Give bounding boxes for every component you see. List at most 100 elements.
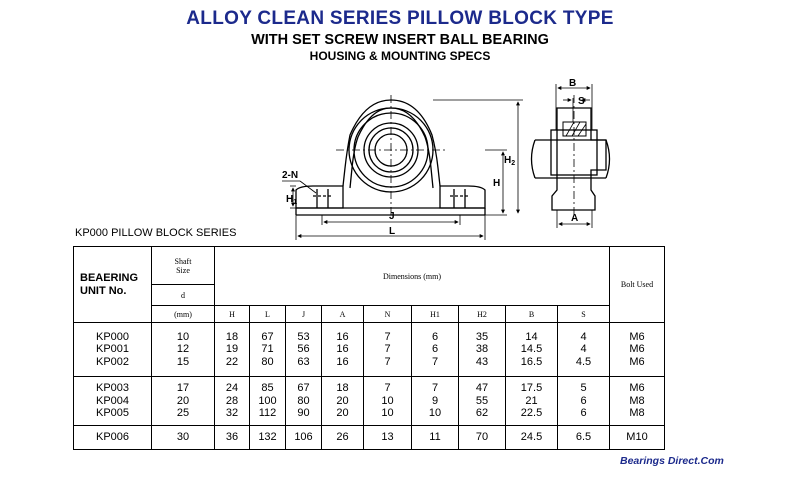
table-cell-n: 13 [363,425,412,450]
cell-value: 6 [431,343,439,356]
label-h1: H1 [286,194,297,206]
dimension-labels: 2-N H1 H H2 J L B S A [282,78,585,237]
cell-value: 9 [431,394,439,407]
cell-value: 10 [176,330,190,343]
cell-value: 19 [225,343,239,356]
cell-value: 18 [225,330,239,343]
cell-value: 18 [336,382,349,395]
cell-value: 16 [336,355,349,368]
cell-value: 63 [297,355,310,368]
label-h: H [493,178,500,189]
col-h2-header: H2 [458,305,506,323]
cell-value: 6 [580,394,587,407]
cell-value: 4.5 [575,355,592,368]
cell-value: 14 [525,330,538,343]
cell-value: 32 [225,407,239,420]
label-j: J [389,211,395,222]
col-a-header: A [321,305,364,323]
col-h1-header: H1 [411,305,459,323]
cell-value: 5 [580,382,587,395]
cell-value: 132 [258,431,277,444]
table-cell-units: KP006 [73,425,152,450]
cell-value: 25 [176,407,190,420]
cell-value: 80 [261,355,274,368]
table-cell-h: 36 [214,425,250,450]
page-subtitle-secondary: HOUSING & MOUNTING SPECS [309,49,491,63]
cell-value: 17 [176,382,190,395]
cell-value: 62 [475,407,489,420]
cell-value: 4 [580,330,587,343]
cell-value: 20 [176,394,190,407]
cell-value: 85 [261,382,274,395]
table-cell-s: 6.5 [557,425,610,450]
label-a: A [571,213,578,224]
cell-value: M6 [629,382,645,395]
cell-value: M6 [629,330,645,343]
cell-value: 38 [475,343,489,356]
series-label: KP000 PILLOW BLOCK SERIES [75,227,237,239]
cell-value: 47 [475,382,489,395]
cell-value: 28 [225,394,239,407]
cell-value: 35 [475,330,489,343]
cell-value: 70 [475,431,489,444]
cell-value: 7 [431,355,439,368]
cell-value: 90 [297,407,310,420]
bolt-used-header: Bolt Used [609,246,665,323]
col-n-header: N [363,305,412,323]
cell-value: M8 [629,394,645,407]
col-s-header: S [557,305,610,323]
table-cell-b: 24.5 [505,425,558,450]
cell-value: 10 [381,394,394,407]
cell-value: 10 [381,407,394,420]
cell-value: 6.5 [575,431,592,444]
cell-value: 55 [475,394,489,407]
cell-value: KP000 [95,330,130,343]
cell-value: 7 [431,382,439,395]
shaft-mm-header: (mm) [151,305,215,323]
cell-value: 24 [225,382,239,395]
cell-value: 7 [384,343,391,356]
label-h2: H2 [504,155,515,167]
cell-value: 12 [176,343,190,356]
cell-value: M6 [629,355,645,368]
label-l: L [389,226,395,237]
cell-value: 11 [429,431,441,444]
col-l-header: L [249,305,286,323]
cell-value: 6 [580,407,587,420]
table-cell-h1: 11 [411,425,459,450]
shaft-size-header: Shaft Size [151,246,215,285]
cell-value: 7 [384,355,391,368]
cell-value: 22.5 [520,407,543,420]
cell-value: 30 [176,431,190,444]
cell-value: 16.5 [520,355,543,368]
dimensions-header: Dimensions (mm) [214,246,610,306]
cell-value: 13 [381,431,394,444]
cell-value: 36 [225,431,239,444]
cell-value: 10 [428,407,442,420]
shaft-d-header: d [151,284,215,306]
cell-value: 17.5 [520,382,543,395]
cell-value: 67 [261,330,274,343]
page-subtitle: WITH SET SCREW INSERT BALL BEARING [251,32,549,48]
cell-value: 26 [336,431,349,444]
table-cell-bolt: M10 [609,425,665,450]
